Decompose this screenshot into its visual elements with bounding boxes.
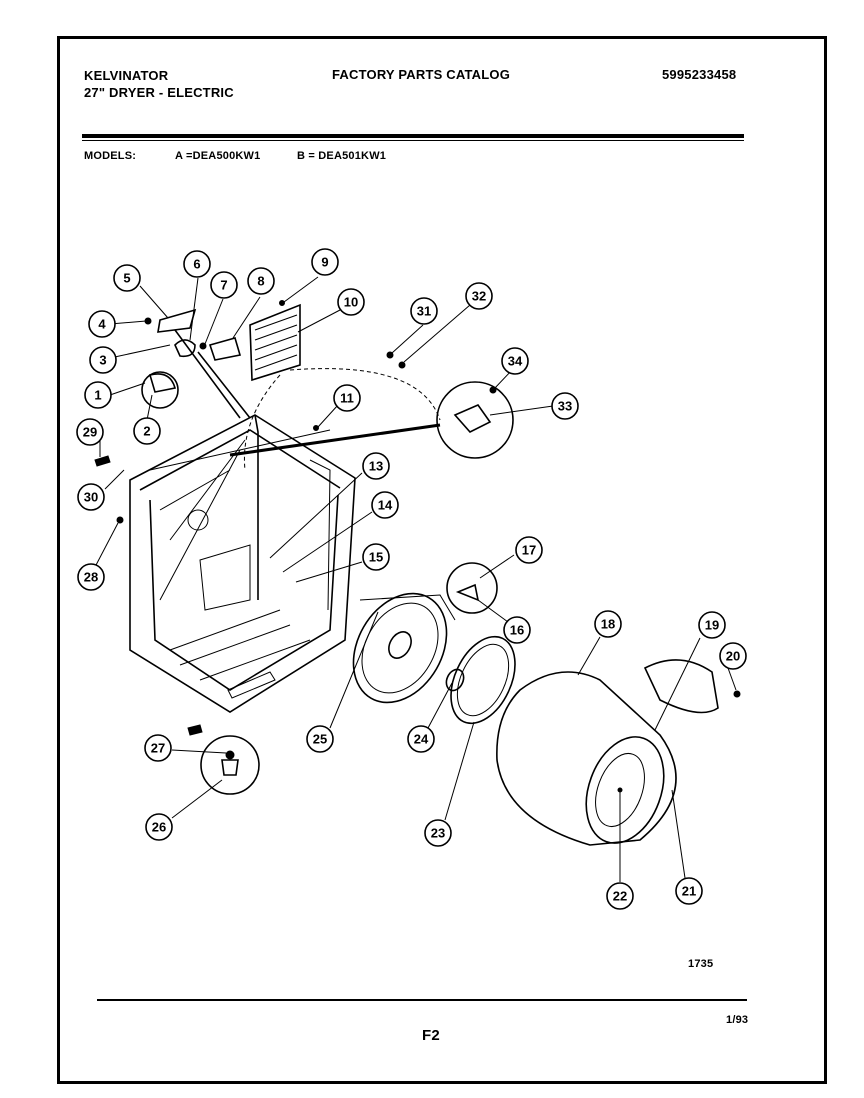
- callout-34: 34: [501, 347, 529, 375]
- callout-11: 11: [333, 384, 361, 412]
- brand-name: KELVINATOR: [84, 68, 169, 83]
- callout-16: 16: [503, 616, 531, 644]
- callout-bubbles: 1 2 3 4 5 6 7 8 9 10 11 13 14 15 16 17 1…: [76, 248, 747, 910]
- callout-17: 17: [515, 536, 543, 564]
- callout-32: 32: [465, 282, 493, 310]
- svg-text:10: 10: [344, 295, 358, 310]
- drawing-number: 1735: [688, 958, 714, 970]
- callout-33: 33: [551, 392, 579, 420]
- callout-9: 9: [311, 248, 339, 276]
- svg-text:15: 15: [369, 550, 383, 565]
- svg-text:33: 33: [558, 399, 572, 414]
- callout-13: 13: [362, 452, 390, 480]
- top-left-parts: [94, 300, 319, 524]
- callout-31: 31: [410, 297, 438, 325]
- svg-text:6: 6: [193, 257, 200, 272]
- callout-2: 2: [133, 417, 161, 445]
- svg-text:25: 25: [313, 732, 327, 747]
- model-a: A =DEA500KW1: [175, 150, 261, 162]
- svg-text:32: 32: [472, 289, 486, 304]
- product-name: 27" DRYER - ELECTRIC: [84, 85, 234, 100]
- svg-text:18: 18: [601, 617, 615, 632]
- svg-text:31: 31: [417, 304, 431, 319]
- svg-text:11: 11: [340, 391, 354, 406]
- svg-text:3: 3: [99, 353, 106, 368]
- svg-text:34: 34: [508, 354, 523, 369]
- footer-rule: [97, 999, 747, 1001]
- callout-8: 8: [247, 267, 275, 295]
- revision-date: 1/93: [726, 1014, 749, 1026]
- callout-30: 30: [77, 483, 105, 511]
- callout-3: 3: [89, 346, 117, 374]
- callout-1: 1: [84, 381, 112, 409]
- callout-10: 10: [337, 288, 365, 316]
- svg-text:26: 26: [152, 820, 166, 835]
- svg-text:7: 7: [220, 278, 227, 293]
- callout-14: 14: [371, 491, 399, 519]
- baffle-drawing: [643, 659, 741, 714]
- svg-text:9: 9: [321, 255, 328, 270]
- page-id: F2: [422, 1027, 440, 1044]
- callout-7: 7: [210, 271, 238, 299]
- svg-text:2: 2: [143, 424, 150, 439]
- callout-25: 25: [306, 725, 334, 753]
- svg-text:24: 24: [414, 732, 429, 747]
- cabinet-drawing: [129, 368, 441, 713]
- svg-text:19: 19: [705, 618, 719, 633]
- callout-21: 21: [675, 877, 703, 905]
- svg-text:23: 23: [431, 826, 445, 841]
- callout-22: 22: [606, 882, 634, 910]
- callout-18: 18: [594, 610, 622, 638]
- callout-5: 5: [113, 264, 141, 292]
- rear-bulkhead-drawing: [352, 592, 456, 704]
- svg-text:1: 1: [94, 388, 101, 403]
- callout-28: 28: [77, 563, 105, 591]
- svg-text:30: 30: [84, 490, 98, 505]
- svg-text:28: 28: [84, 570, 98, 585]
- catalog-title: FACTORY PARTS CATALOG: [332, 67, 511, 82]
- page-border: [57, 36, 827, 1084]
- svg-text:17: 17: [522, 543, 536, 558]
- callout-27: 27: [144, 734, 172, 762]
- svg-text:20: 20: [726, 649, 740, 664]
- svg-text:22: 22: [613, 889, 627, 904]
- svg-text:5: 5: [123, 271, 130, 286]
- callout-23: 23: [424, 819, 452, 847]
- catalog-number: 5995233458: [662, 67, 737, 82]
- svg-text:14: 14: [378, 498, 393, 513]
- svg-text:4: 4: [98, 317, 106, 332]
- header-rule: [82, 134, 744, 138]
- callout-20: 20: [719, 642, 747, 670]
- svg-text:21: 21: [682, 884, 696, 899]
- detail-circles: [141, 351, 514, 795]
- callout-4: 4: [88, 310, 116, 338]
- callout-15: 15: [362, 543, 390, 571]
- callout-29: 29: [76, 418, 104, 446]
- callout-19: 19: [698, 611, 726, 639]
- models-label: MODELS:: [84, 150, 137, 162]
- callout-6: 6: [183, 250, 211, 278]
- callout-24: 24: [407, 725, 435, 753]
- svg-text:16: 16: [510, 623, 524, 638]
- model-b: B = DEA501KW1: [297, 150, 387, 162]
- svg-text:29: 29: [83, 425, 97, 440]
- drum-drawing: [496, 671, 677, 846]
- svg-text:27: 27: [151, 741, 165, 756]
- svg-text:13: 13: [369, 459, 383, 474]
- seal-drawing: [445, 635, 516, 725]
- leader-lines: [94, 276, 737, 882]
- callout-26: 26: [145, 813, 173, 841]
- header-rule-thin: [82, 140, 744, 141]
- svg-text:8: 8: [257, 274, 264, 289]
